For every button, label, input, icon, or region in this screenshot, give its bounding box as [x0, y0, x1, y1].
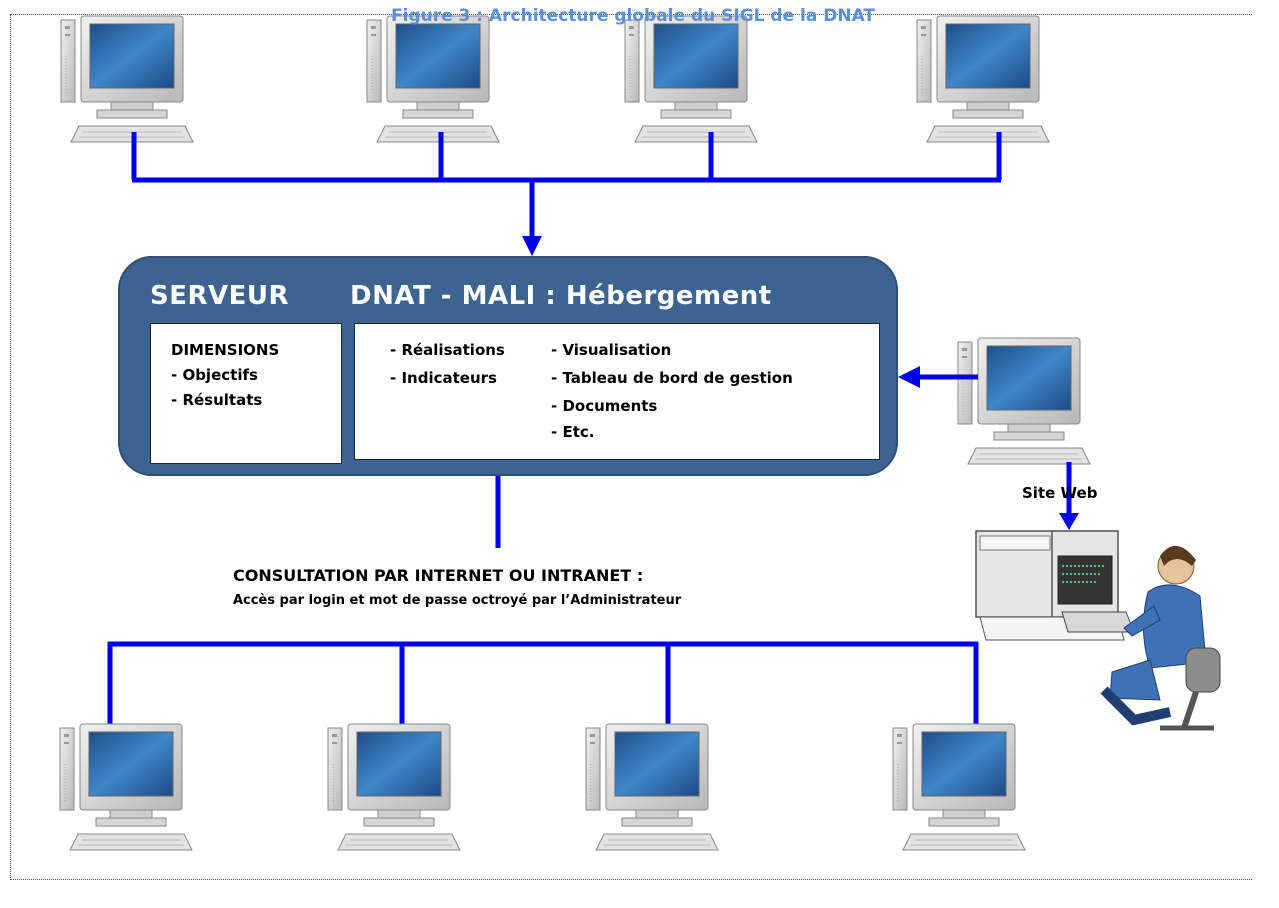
bottom-network-connector — [107, 460, 979, 730]
feature-item: - Etc. — [551, 423, 595, 441]
feature-item: - Tableau de bord de gestion — [551, 369, 793, 387]
dimensions-item: - Objectifs — [171, 366, 258, 384]
top-network-connector — [131, 132, 1002, 238]
dimensions-heading: DIMENSIONS — [171, 341, 280, 359]
arrow-down-to-operator-icon — [1059, 513, 1079, 530]
server-title: SERVEUR DNAT - MALI : Hébergement — [150, 281, 771, 311]
consultation-heading: CONSULTATION PAR INTERNET OU INTRANET : — [233, 566, 644, 585]
feature-item: - Documents — [551, 397, 658, 415]
site-web-label: Site Web — [1022, 484, 1098, 502]
figure-title: Figure 3 : Architecture globale du SIGL … — [391, 6, 876, 26]
administrator-operator-icon — [975, 530, 1221, 731]
server-title-part2: DNAT - MALI : Hébergement — [350, 281, 772, 311]
feature-item: - Réalisations — [390, 341, 505, 359]
feature-item: - Visualisation — [551, 341, 672, 359]
feature-item: - Indicateurs — [390, 369, 497, 387]
dimensions-box: DIMENSIONS - Objectifs - Résultats — [150, 323, 342, 464]
figure-frame: Figure 3 : Architecture globale du SIGL … — [10, 6, 1252, 880]
arrow-down-to-server-icon — [522, 236, 542, 256]
features-box: - Réalisations - Indicateurs - Visualisa… — [354, 323, 880, 460]
consultation-detail: Accès par login et mot de passe octroyé … — [233, 593, 682, 608]
server-title-part1: SERVEUR — [150, 281, 290, 311]
admin-connector — [918, 374, 1072, 515]
arrow-left-to-server-icon — [898, 366, 920, 388]
dimensions-item: - Résultats — [171, 391, 263, 409]
